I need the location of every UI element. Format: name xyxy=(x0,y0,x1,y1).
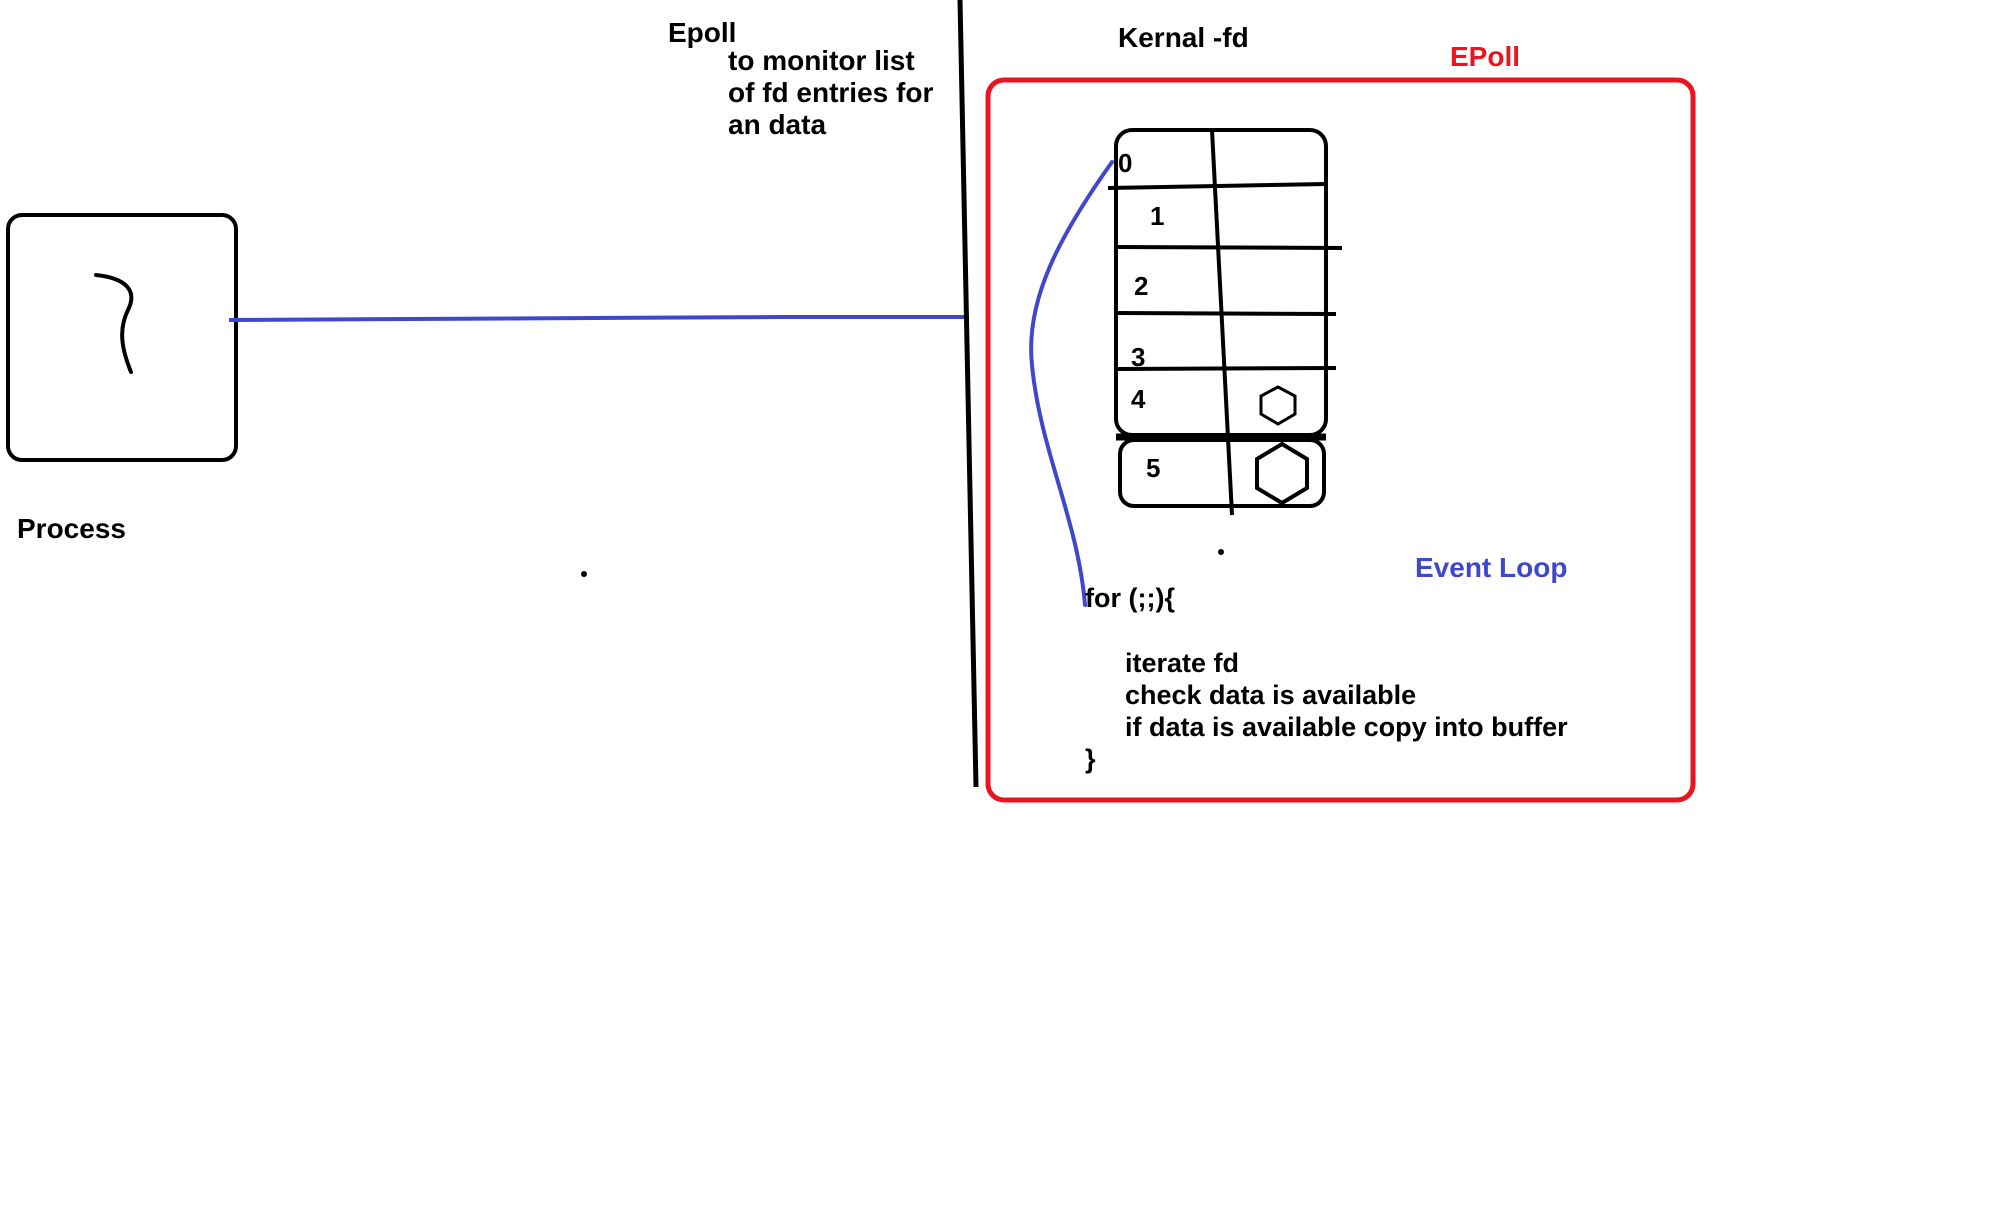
epoll-desc-line-1: to monitor list xyxy=(728,45,915,76)
fd-row-label-5: 5 xyxy=(1146,453,1160,483)
event-loop-curve xyxy=(1029,160,1114,607)
process-connection-line xyxy=(228,315,965,322)
kernel-divider-line xyxy=(957,0,979,788)
epoll-box-label: EPoll xyxy=(1450,41,1520,72)
fd-row-label-2: 2 xyxy=(1134,271,1148,301)
epoll-box xyxy=(985,77,1696,803)
fd-row-5-outline xyxy=(1118,438,1326,508)
process-squiggle xyxy=(94,273,134,374)
code-line-check: check data is available xyxy=(1125,680,1416,710)
fd-row-divider-4 xyxy=(1115,366,1337,371)
event-loop-label: Event Loop xyxy=(1415,552,1567,583)
fd-row-label-4: 4 xyxy=(1131,384,1146,414)
large-hexagon-icon xyxy=(1255,441,1309,506)
kernal-fd-label: Kernal -fd xyxy=(1118,22,1249,53)
process-box xyxy=(6,213,238,462)
code-line-for: for (;;){ xyxy=(1085,583,1175,613)
epoll-desc-line-2: of fd entries for xyxy=(728,77,933,108)
fd-row-5: 5 xyxy=(1118,438,1326,508)
code-line-iterate: iterate fd xyxy=(1125,648,1239,678)
fd-row-divider-3 xyxy=(1115,311,1337,316)
code-line-close: } xyxy=(1085,744,1096,774)
epoll-desc-line-3: an data xyxy=(728,109,826,140)
fd-row-label-1: 1 xyxy=(1150,201,1164,231)
epoll-title: Epoll xyxy=(668,17,736,48)
fd-table: 0 1 2 3 4 xyxy=(1107,128,1343,516)
stray-dot-left xyxy=(581,571,587,577)
fd-row-divider-2 xyxy=(1115,245,1343,250)
stray-dot-center xyxy=(1218,549,1224,555)
fd-row-label-3: 3 xyxy=(1131,342,1145,372)
process-label: Process xyxy=(17,513,126,544)
fd-table-column-divider xyxy=(1210,129,1234,516)
fd-row-divider-1 xyxy=(1107,182,1327,190)
code-line-copy: if data is available copy into buffer xyxy=(1125,712,1568,742)
fd-row-label-0: 0 xyxy=(1118,148,1132,178)
hexagon-icon xyxy=(1259,385,1297,426)
